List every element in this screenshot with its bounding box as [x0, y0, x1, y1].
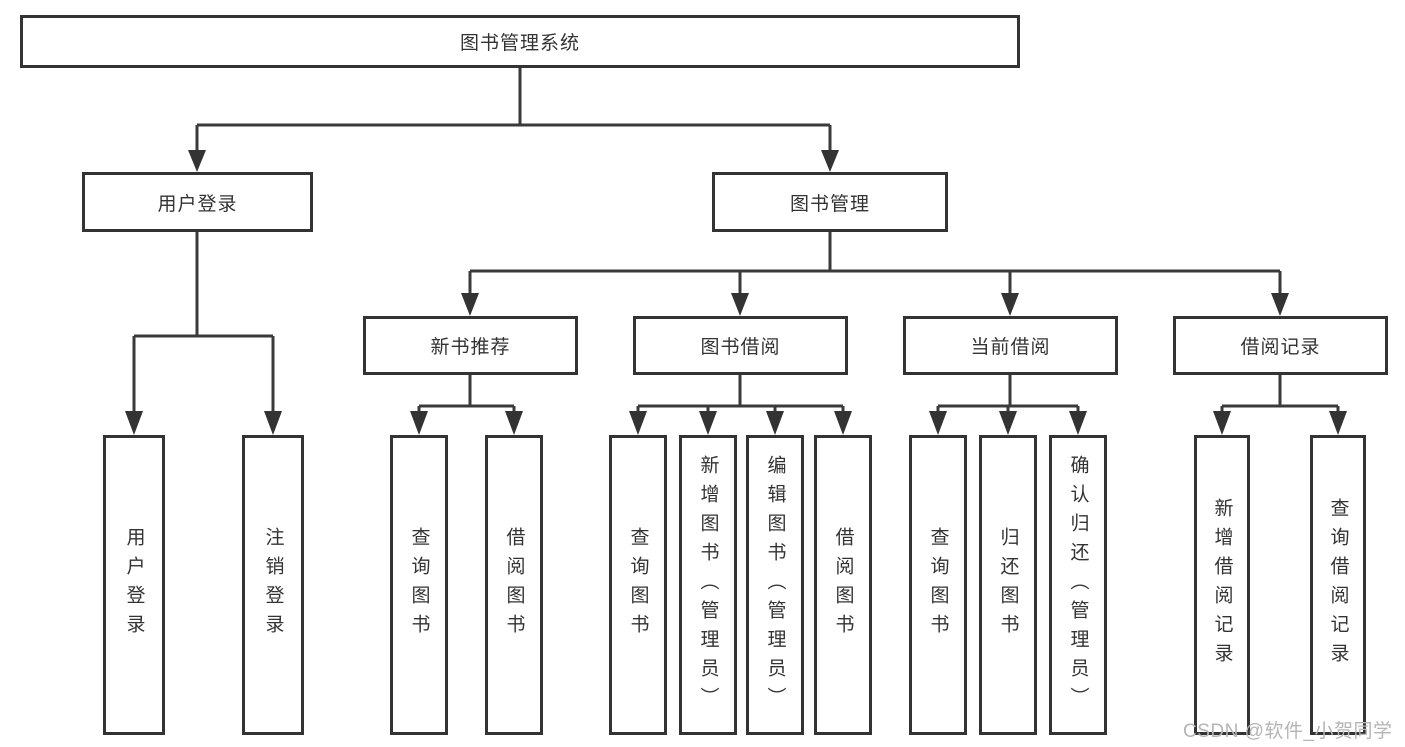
leaf-confirm-return-admin: 确认归还（管理员） — [1049, 435, 1107, 735]
leaf-borrow-books-label: 借阅图书 — [832, 527, 854, 643]
leaf-return-books: 归还图书 — [979, 435, 1037, 735]
leaf-query-books-current: 查询图书 — [909, 435, 967, 735]
leaf-borrow-books-recommend-label: 借阅图书 — [503, 527, 525, 643]
leaf-borrow-books: 借阅图书 — [814, 435, 872, 735]
node-new-book-recommend: 新书推荐 — [363, 316, 578, 375]
leaf-query-books-recommend-label: 查询图书 — [408, 527, 430, 643]
leaf-query-books-recommend: 查询图书 — [390, 435, 448, 735]
leaf-query-borrow-record-label: 查询借阅记录 — [1327, 498, 1349, 672]
leaf-add-borrow-record: 新增借阅记录 — [1194, 435, 1250, 735]
node-book-management: 图书管理 — [712, 172, 948, 232]
leaf-query-borrow-record: 查询借阅记录 — [1310, 435, 1366, 735]
leaf-edit-book-admin-label: 编辑图书（管理员） — [764, 454, 786, 716]
leaf-user-login: 用户登录 — [103, 435, 165, 735]
leaf-add-book-admin: 新增图书（管理员） — [679, 435, 737, 735]
node-user-login: 用户登录 — [82, 172, 313, 232]
leaf-add-book-admin-label: 新增图书（管理员） — [697, 454, 719, 716]
leaf-query-books-borrow-label: 查询图书 — [627, 527, 649, 643]
node-current-borrow: 当前借阅 — [903, 316, 1118, 375]
leaf-add-borrow-record-label: 新增借阅记录 — [1211, 498, 1233, 672]
leaf-query-books-borrow: 查询图书 — [609, 435, 667, 735]
leaf-user-login-label: 用户登录 — [123, 527, 145, 643]
leaf-borrow-books-recommend: 借阅图书 — [485, 435, 543, 735]
node-root-library-system: 图书管理系统 — [20, 15, 1020, 68]
leaf-confirm-return-admin-label: 确认归还（管理员） — [1067, 454, 1089, 716]
leaf-logout-label: 注销登录 — [262, 527, 284, 643]
leaf-return-books-label: 归还图书 — [997, 527, 1019, 643]
leaf-query-books-current-label: 查询图书 — [927, 527, 949, 643]
node-borrow-records: 借阅记录 — [1173, 316, 1388, 375]
node-book-borrow: 图书借阅 — [633, 316, 848, 375]
csdn-watermark: CSDN @软件_小贺同学 — [1183, 721, 1393, 742]
leaf-edit-book-admin: 编辑图书（管理员） — [746, 435, 804, 735]
leaf-logout: 注销登录 — [242, 435, 304, 735]
